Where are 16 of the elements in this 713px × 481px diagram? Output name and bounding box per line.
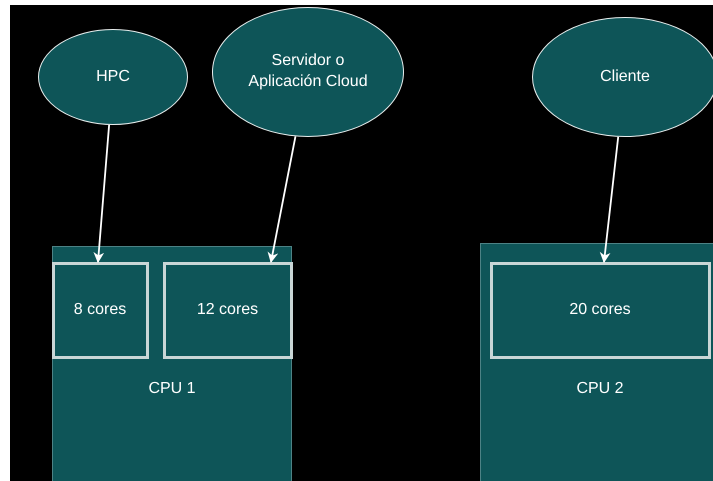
node-label: CPU 2 bbox=[575, 379, 625, 399]
node-label: 12 cores bbox=[196, 300, 258, 320]
core-box bbox=[162, 262, 292, 358]
core-box bbox=[490, 262, 710, 358]
node-label: CPU 1 bbox=[147, 379, 197, 399]
cpu-box bbox=[52, 246, 292, 481]
node-label: 20 cores bbox=[569, 300, 631, 320]
cpu-box bbox=[480, 243, 713, 481]
arrow bbox=[93, 124, 110, 264]
node-label: HPC bbox=[96, 66, 130, 87]
core-box bbox=[52, 262, 148, 358]
arrow bbox=[268, 136, 296, 264]
node-label: Servidor o Aplicación Cloud bbox=[247, 51, 369, 92]
node-label: 8 cores bbox=[74, 300, 126, 320]
node-label: Cliente bbox=[600, 66, 650, 87]
arrow bbox=[600, 136, 620, 264]
